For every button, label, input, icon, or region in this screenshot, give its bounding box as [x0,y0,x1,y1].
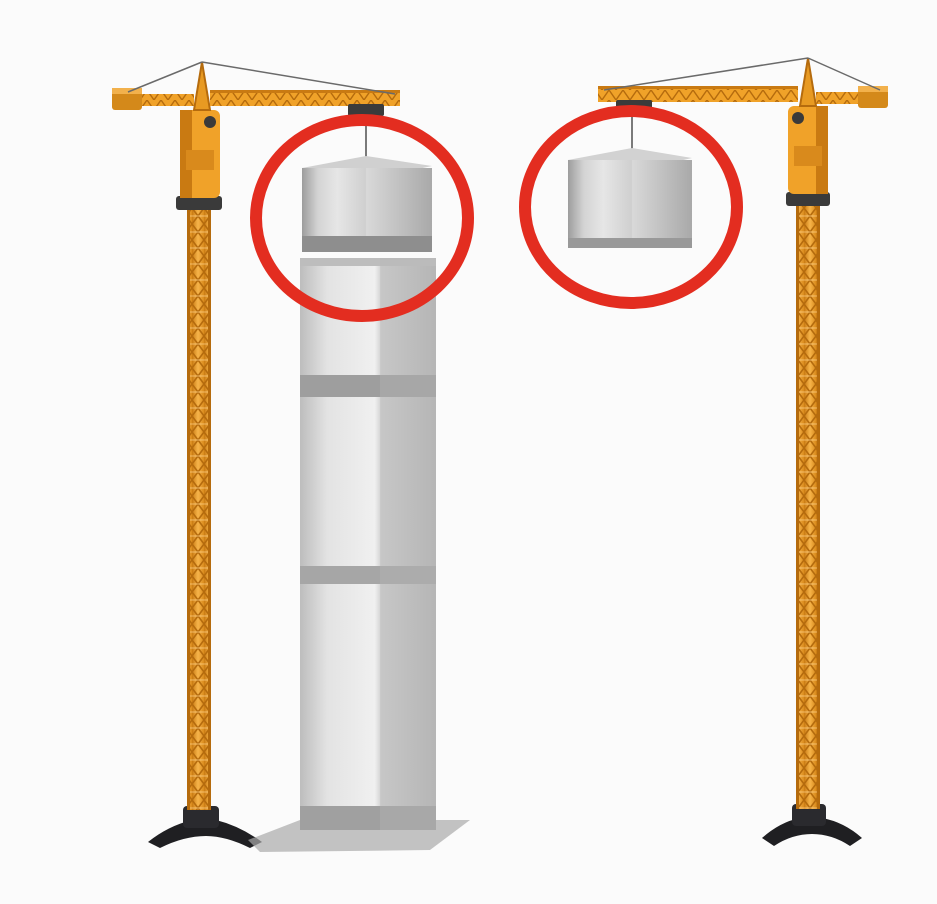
left-crane-cab [176,110,222,210]
left-crane-jib [210,92,400,106]
left-hanging-block [302,156,432,252]
right-crane-mast [796,205,820,809]
right-hanging-block [568,148,692,248]
stacked-concrete-tower [248,258,470,852]
right-crane-cab [786,106,830,206]
left-crane-mast [187,210,211,810]
right-crane-base [762,804,862,846]
left-crane-base [148,806,262,848]
right-crane-jib [598,88,798,102]
